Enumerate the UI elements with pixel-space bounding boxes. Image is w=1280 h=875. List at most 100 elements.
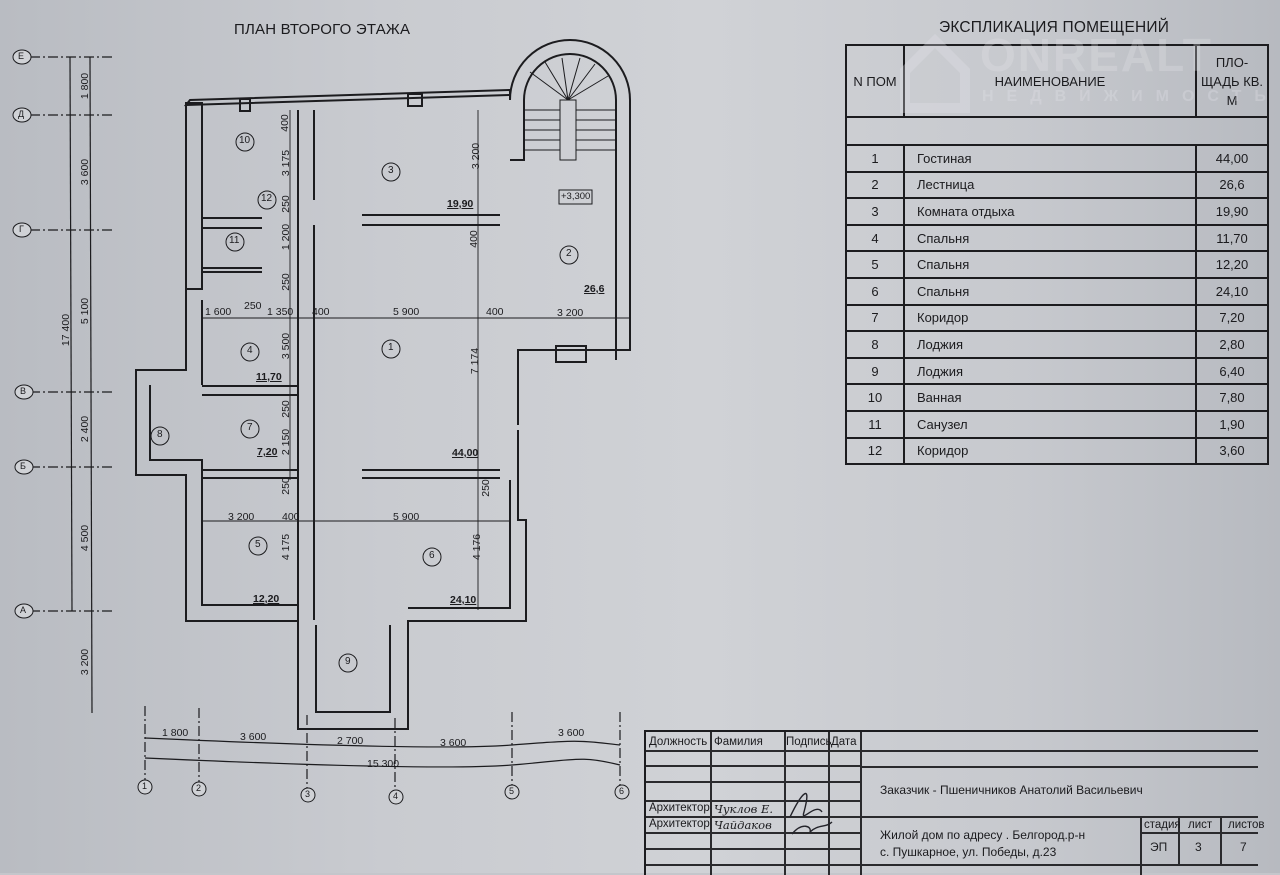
stamp-role-2: Архитектор bbox=[649, 818, 710, 830]
room-number-cell: 12 bbox=[845, 436, 905, 466]
room-name-cell: Ванная bbox=[903, 383, 1197, 412]
room-area-cell: 19,90 bbox=[1195, 197, 1269, 226]
dim-400a: 400 bbox=[278, 114, 291, 132]
level-mark: +3,300 bbox=[561, 191, 591, 202]
axis-label-D: Д bbox=[18, 109, 25, 119]
row-axis-lines bbox=[30, 56, 115, 612]
chain-dim-line bbox=[89, 56, 93, 714]
stamp-sheet: 3 bbox=[1195, 840, 1202, 854]
axis-label-A: А bbox=[20, 605, 27, 615]
room-area-cell: 12,20 bbox=[1195, 250, 1269, 279]
room-area-cell: 7,20 bbox=[1195, 303, 1269, 333]
axis-label-5: 5 bbox=[509, 786, 515, 796]
room-1-number: 1 bbox=[388, 342, 394, 353]
room-3-area: 19,90 bbox=[447, 198, 474, 210]
dim-4176: 4 176 bbox=[471, 533, 484, 561]
dim-bottom-1800: 1 800 bbox=[162, 727, 189, 739]
room-5-area: 12,20 bbox=[253, 593, 280, 605]
dim-bottom-3600b: 3 600 bbox=[440, 737, 467, 749]
dim-5900a: 5 900 bbox=[393, 306, 420, 318]
dim-left-4500: 4 500 bbox=[79, 524, 92, 552]
room-name-cell: Коридор bbox=[903, 436, 1197, 466]
explication-spacer-row bbox=[845, 116, 1269, 146]
level-mark-box bbox=[558, 189, 593, 205]
room-circles bbox=[150, 132, 579, 673]
room-7-number: 7 bbox=[247, 422, 253, 433]
axis-bubble-D bbox=[12, 107, 32, 123]
dim-left-total: 17 400 bbox=[60, 313, 73, 347]
room-6-number: 6 bbox=[429, 550, 435, 561]
room-area-cell: 24,10 bbox=[1195, 276, 1269, 306]
room-name-cell: Спальня bbox=[903, 250, 1197, 279]
plan-title: ПЛАН ВТОРОГО ЭТАЖА bbox=[234, 21, 411, 38]
dim-400b: 400 bbox=[467, 230, 480, 248]
axis-bubble-B bbox=[14, 459, 34, 475]
room-area-cell: 6,40 bbox=[1195, 356, 1269, 386]
room-name-cell: Спальня bbox=[903, 276, 1197, 306]
room-number-cell: 11 bbox=[845, 409, 905, 439]
room-name-cell: Лоджия bbox=[903, 330, 1197, 359]
dim-bottom-total: 15 300 bbox=[367, 758, 400, 770]
room-name-cell: Лоджия bbox=[903, 356, 1197, 386]
axis-label-1: 1 bbox=[142, 781, 148, 791]
axis-label-4: 4 bbox=[393, 791, 399, 801]
axis-label-B: Б bbox=[20, 461, 26, 471]
room-number-cell: 6 bbox=[845, 276, 905, 306]
header-num: N ПОМ bbox=[845, 44, 905, 118]
header-area: ПЛО- ЩАДЬ КВ. М bbox=[1195, 44, 1269, 118]
axis-bubble-5 bbox=[504, 784, 520, 800]
room-area-cell: 1,90 bbox=[1195, 409, 1269, 439]
room-name-cell: Лестница bbox=[903, 170, 1197, 200]
dim-250e: 250 bbox=[279, 477, 292, 495]
room-4-number: 4 bbox=[247, 345, 253, 356]
stamp-sheet-label: лист bbox=[1188, 819, 1213, 831]
stamp-role-1: Архитектор bbox=[649, 802, 710, 814]
room-area-cell: 3,60 bbox=[1195, 436, 1269, 466]
room-3-number: 3 bbox=[388, 165, 394, 176]
stamp-sheets-label: листов bbox=[1228, 819, 1265, 831]
stamp-col-date: Дата bbox=[831, 736, 857, 748]
dim-250d: 250 bbox=[279, 400, 292, 418]
dim-400d: 400 bbox=[486, 306, 504, 318]
room-6-area: 24,10 bbox=[450, 594, 477, 606]
explication-title: ЭКСПЛИКАЦИЯ ПОМЕЩЕНИЙ bbox=[939, 19, 1170, 36]
axis-label-2: 2 bbox=[196, 783, 202, 793]
room-7-area: 7,20 bbox=[257, 446, 278, 458]
room-name-cell: Спальня bbox=[903, 223, 1197, 253]
dim-3175: 3 175 bbox=[280, 149, 293, 177]
axis-bubble-6 bbox=[614, 784, 630, 800]
dim-bottom-3600a: 3 600 bbox=[240, 731, 267, 743]
dim-400e: 400 bbox=[282, 511, 300, 523]
room-number-cell: 7 bbox=[845, 303, 905, 333]
dim-250a: 250 bbox=[279, 195, 292, 213]
room-12-number: 12 bbox=[261, 193, 273, 204]
dim-3200c: 3 200 bbox=[228, 511, 255, 523]
dim-left-1800: 1 800 bbox=[79, 72, 92, 100]
room-2-number: 2 bbox=[566, 248, 572, 259]
stamp-object-line1: Жилой дом по адресу . Белгород.р-н bbox=[880, 828, 1086, 842]
room-10-number: 10 bbox=[239, 135, 251, 146]
room-1-area: 44,00 bbox=[452, 447, 479, 459]
dim-5900b: 5 900 bbox=[393, 511, 420, 523]
title-block: Должность Фамилия Подпись Дата Архитекто… bbox=[644, 730, 1265, 875]
axis-bubble-G bbox=[12, 222, 32, 238]
axis-bubbles bbox=[12, 49, 630, 805]
dim-4175: 4 175 bbox=[280, 533, 293, 561]
stamp-surname-2: Чайдаков bbox=[714, 818, 772, 832]
dim-3200b: 3 200 bbox=[557, 307, 584, 319]
room-number-cell: 4 bbox=[845, 223, 905, 253]
room-5-number: 5 bbox=[255, 539, 261, 550]
room-2-area: 26,6 bbox=[584, 283, 605, 295]
